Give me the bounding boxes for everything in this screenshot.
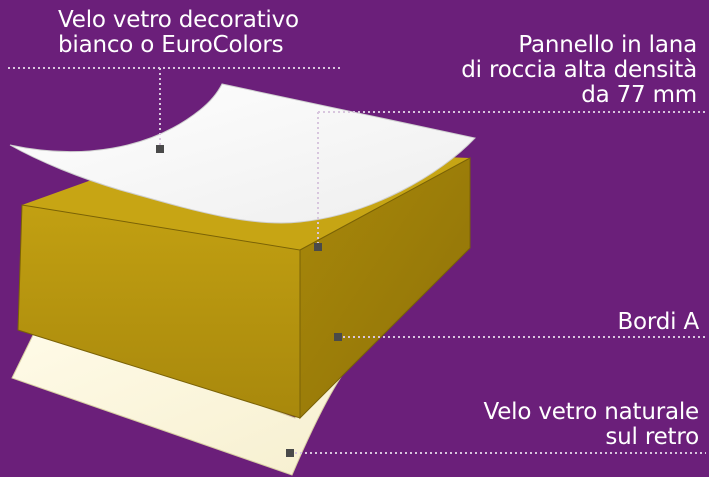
label-panel: Pannello in lana di roccia alta densità … [461, 33, 697, 108]
label-panel-line2: di roccia alta densità [461, 57, 697, 83]
label-top-veil-line1: Velo vetro decorativo [58, 7, 299, 33]
markers [156, 145, 342, 457]
label-back-veil-line1: Velo vetro naturale [483, 399, 699, 425]
label-top-veil: Velo vetro decorativo bianco o EuroColor… [58, 8, 299, 58]
label-back-veil: Velo vetro naturale sul retro [483, 400, 699, 450]
marker-panel [314, 243, 322, 251]
leader-top-veil [8, 67, 340, 149]
marker-top-veil [156, 145, 164, 153]
label-edges-line1: Bordi A [617, 309, 699, 335]
label-panel-line1: Pannello in lana [518, 32, 697, 58]
marker-edges [334, 333, 342, 341]
label-back-veil-line2: sul retro [605, 424, 699, 450]
panel-side-face [299, 157, 471, 420]
leader-lines [8, 67, 706, 454]
label-panel-line3: da 77 mm [581, 82, 697, 108]
marker-back-veil [286, 449, 294, 457]
label-edges: Bordi A [617, 310, 699, 335]
label-top-veil-line2: bianco o EuroColors [58, 32, 284, 58]
